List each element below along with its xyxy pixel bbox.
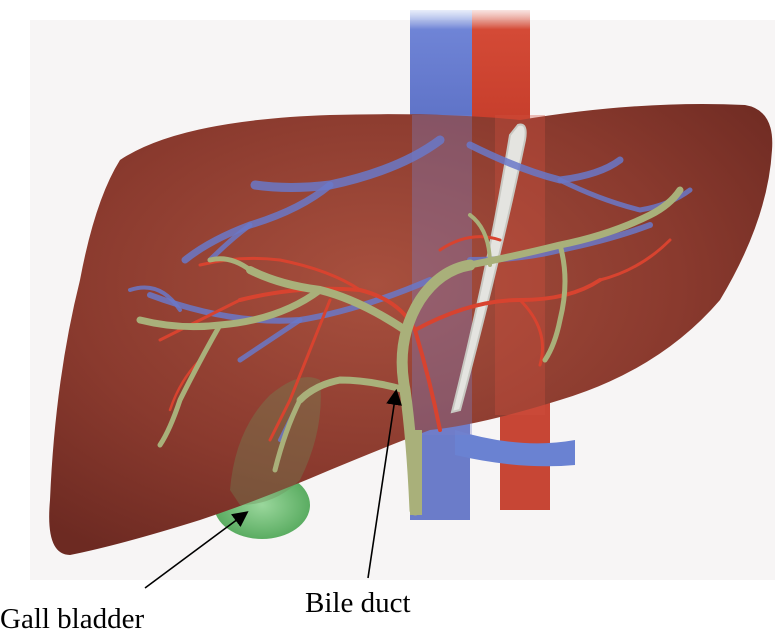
common-bile-duct [410,430,422,515]
gall-bladder-label: Gall bladder [0,605,144,634]
bile-duct-label: Bile duct [305,589,411,618]
